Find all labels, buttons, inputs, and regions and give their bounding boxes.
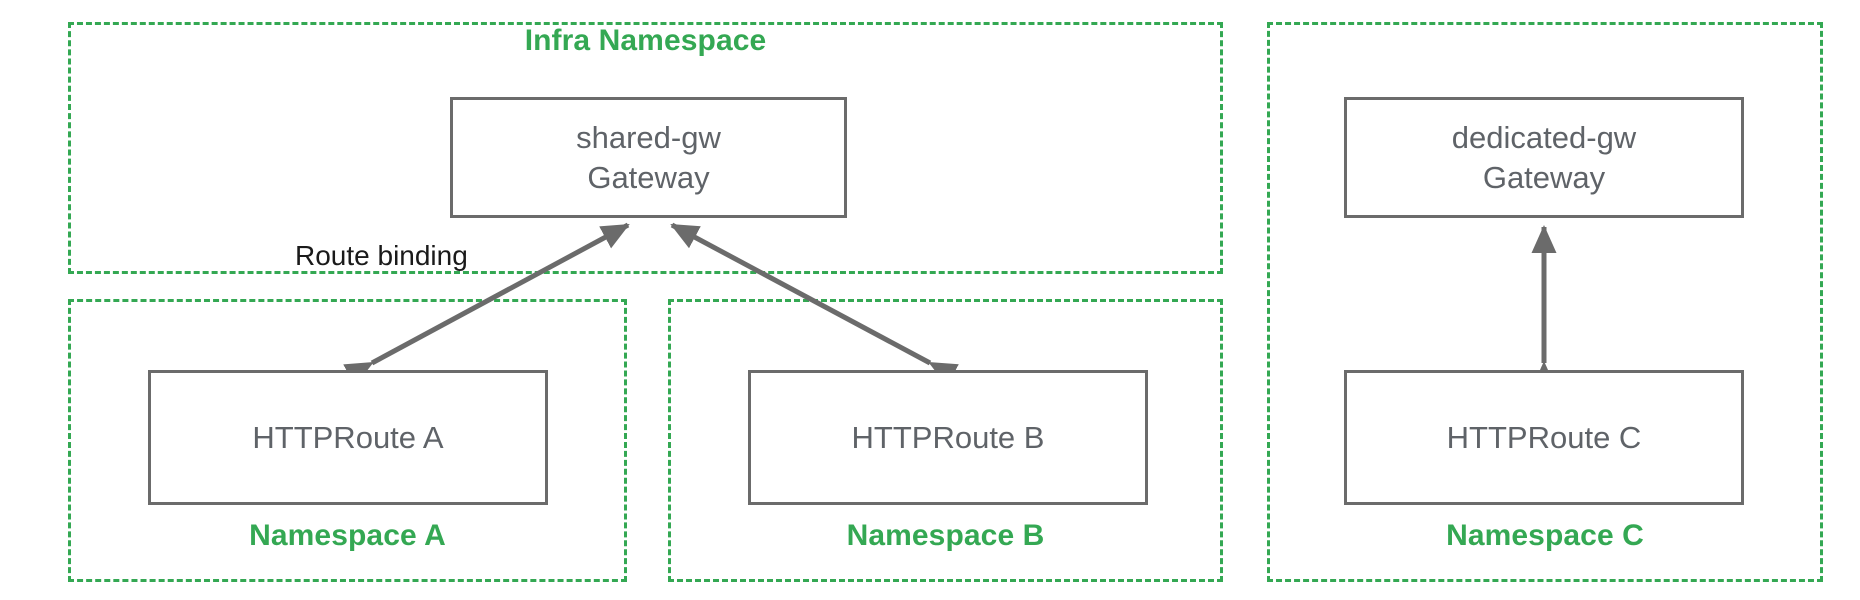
namespace-label-a: Namespace A: [249, 519, 446, 552]
namespace-label-b: Namespace B: [846, 519, 1045, 552]
namespace-label-c: Namespace C: [1446, 519, 1644, 552]
node-httproute-a[interactable]: HTTPRoute A: [148, 370, 548, 505]
node-httproute-c-label: HTTPRoute C: [1446, 419, 1642, 455]
node-dedicated-gw-line2: Gateway: [1482, 159, 1606, 195]
node-dedicated-gw[interactable]: dedicated-gw Gateway: [1344, 97, 1744, 218]
node-shared-gw-line2: Gateway: [587, 159, 710, 195]
namespace-box-c[interactable]: [1267, 22, 1823, 582]
node-shared-gw-line1: shared-gw: [576, 119, 721, 155]
node-httproute-c[interactable]: HTTPRoute C: [1344, 370, 1744, 505]
node-httproute-b[interactable]: HTTPRoute B: [748, 370, 1148, 505]
namespace-label-infra: Infra Namespace: [524, 24, 767, 57]
namespace-box-infra[interactable]: [68, 22, 1223, 274]
node-dedicated-gw-line1: dedicated-gw: [1451, 119, 1637, 155]
node-httproute-a-label: HTTPRoute A: [252, 419, 444, 455]
annotation-route-binding: Route binding: [295, 240, 468, 271]
node-shared-gw[interactable]: shared-gw Gateway: [450, 97, 847, 218]
node-httproute-b-label: HTTPRoute B: [851, 419, 1045, 455]
